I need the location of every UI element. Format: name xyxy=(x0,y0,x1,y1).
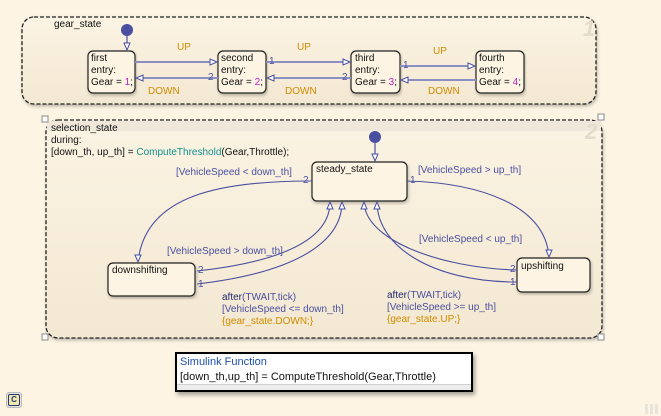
guard-label[interactable]: [VehicleSpeed > down_th] xyxy=(167,246,283,257)
event-label-down[interactable]: DOWN xyxy=(428,86,460,97)
state-name: fourth xyxy=(479,53,505,64)
arrowhead xyxy=(338,200,346,210)
entry-label: entry: xyxy=(91,65,117,76)
priority-number: 1 xyxy=(198,279,204,290)
priority-number: 2 xyxy=(208,72,214,83)
state-upshifting-label: upshifting xyxy=(521,261,564,272)
arrowhead xyxy=(209,58,219,66)
resize-handle[interactable] xyxy=(597,333,605,341)
arrowhead xyxy=(467,62,477,70)
resize-handle[interactable] xyxy=(597,113,605,121)
arrowhead xyxy=(134,254,142,264)
arrowhead xyxy=(134,74,144,82)
state-third[interactable] xyxy=(350,50,401,94)
entry-action: Gear = 4; xyxy=(479,77,521,88)
entry-action: Gear = 3; xyxy=(355,77,397,88)
guard-label[interactable]: [VehicleSpeed < down_th] xyxy=(176,167,292,178)
arrowhead xyxy=(265,74,275,82)
state-second-text: second entry: Gear = 2; xyxy=(221,53,263,89)
transition-up-to-steady-1[interactable] xyxy=(376,201,518,283)
transition-down-to-steady-2[interactable] xyxy=(196,201,331,272)
simulink-function-footer xyxy=(177,384,471,390)
priority-number: 1 xyxy=(403,60,409,71)
transition-down-to-steady-1[interactable] xyxy=(196,201,343,285)
event-label-up[interactable]: UP xyxy=(433,46,447,57)
state-downshifting-label: downshifting xyxy=(112,265,168,276)
resize-handle[interactable] xyxy=(41,115,49,123)
state-second[interactable] xyxy=(217,50,267,94)
arrowhead xyxy=(373,200,381,210)
state-name: first xyxy=(91,53,108,64)
default-transition-dot xyxy=(121,24,133,36)
entry-action: Gear = 1; xyxy=(91,77,133,88)
priority-number: 2 xyxy=(342,72,348,83)
state-downshifting[interactable] xyxy=(107,262,196,297)
guard-label[interactable]: [VehicleSpeed < up_th] xyxy=(419,234,523,245)
priority-number: 1 xyxy=(410,175,416,186)
state-steady-label: steady_state xyxy=(316,164,373,175)
resize-grip[interactable] xyxy=(645,404,659,414)
priority-number: 2 xyxy=(303,175,309,186)
chart-icon: C xyxy=(8,394,20,406)
state-first[interactable] xyxy=(87,50,136,94)
execution-order-badge: 2 xyxy=(585,119,598,144)
gear-state-label: gear_state xyxy=(54,19,102,30)
arrowhead xyxy=(326,200,334,210)
during-label: during: xyxy=(51,135,82,146)
priority-number: 2 xyxy=(510,264,516,275)
simulink-function-block[interactable]: Simulink Function [down_th,up_th] = Comp… xyxy=(175,352,473,392)
event-label-down[interactable]: DOWN xyxy=(148,86,180,97)
entry-label: entry: xyxy=(221,65,247,76)
state-fourth-text: fourth entry: Gear = 4; xyxy=(479,53,521,89)
arrowhead xyxy=(360,200,368,210)
event-label-up[interactable]: UP xyxy=(177,42,191,53)
chart-properties-button[interactable]: C xyxy=(6,392,22,408)
after-transition-label-down[interactable]: after(TWAIT,tick) [VehicleSpeed <= down_… xyxy=(222,292,344,327)
simulink-function-title: Simulink Function xyxy=(180,356,267,368)
state-name: second xyxy=(221,53,254,64)
priority-number: 2 xyxy=(198,265,204,276)
selection-state-label: selection_state xyxy=(51,123,118,134)
default-transition-dot xyxy=(369,131,381,143)
arrowhead xyxy=(371,153,379,163)
after-transition-label-up[interactable]: after(TWAIT,tick) [VehicleSpeed >= up_th… xyxy=(387,290,496,325)
transition-steady-to-down[interactable] xyxy=(137,180,313,263)
priority-number: 1 xyxy=(269,56,275,67)
event-label-up[interactable]: UP xyxy=(297,42,311,53)
simulink-function-signature: [down_th,up_th] = ComputeThreshold(Gear,… xyxy=(180,371,436,383)
state-fourth[interactable] xyxy=(475,50,525,94)
arrowhead xyxy=(123,42,131,52)
state-name: third xyxy=(355,53,375,64)
during-action: [down_th, up_th] = ComputeThreshold(Gear… xyxy=(51,147,290,158)
entry-label: entry: xyxy=(479,65,505,76)
arrowhead xyxy=(399,76,409,84)
state-upshifting[interactable] xyxy=(516,257,591,293)
entry-label: entry: xyxy=(355,65,381,76)
gear-state-box[interactable] xyxy=(21,16,597,105)
selection-state-header xyxy=(47,121,601,131)
resize-handle[interactable] xyxy=(41,333,49,341)
priority-number: 1 xyxy=(510,277,516,288)
transition-steady-to-up[interactable] xyxy=(406,180,550,258)
state-third-text: third entry: Gear = 3; xyxy=(355,53,397,89)
guard-label[interactable]: [VehicleSpeed > up_th] xyxy=(418,165,522,176)
state-first-text: first entry: Gear = 1; xyxy=(91,53,133,89)
execution-order-badge: 1 xyxy=(583,16,596,41)
transition-up-to-steady-2[interactable] xyxy=(363,201,518,271)
arrowhead xyxy=(545,249,553,259)
event-label-down[interactable]: DOWN xyxy=(285,86,317,97)
arrowhead xyxy=(342,58,352,66)
entry-action: Gear = 2; xyxy=(221,77,263,88)
